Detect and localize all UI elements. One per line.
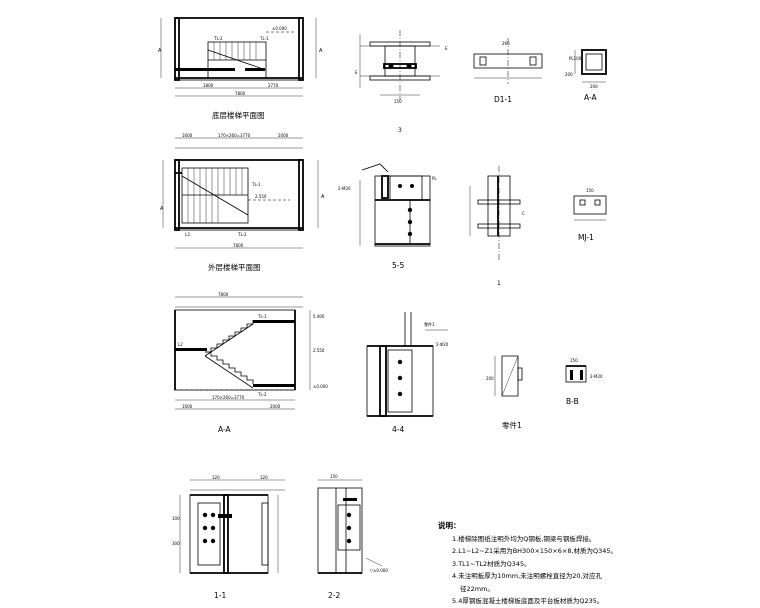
svg-text:170×260=3770: 170×260=3770 bbox=[212, 395, 245, 400]
svg-text:150: 150 bbox=[394, 99, 402, 104]
section-4-4: 零件1 2-Φ20 4-4 bbox=[366, 312, 449, 434]
svg-text:±0.000: ±0.000 bbox=[313, 384, 328, 389]
ground-floor-plan-title: 底层楼梯平面图 bbox=[212, 110, 265, 120]
svg-text:5.400: 5.400 bbox=[313, 314, 325, 319]
b-b-title: B-B bbox=[566, 397, 579, 406]
svg-text:2000: 2000 bbox=[270, 404, 281, 409]
section-2-2-title: 2-2 bbox=[328, 591, 340, 600]
stair-section-a-a: 7800 L2 TL-1 TL-2 5.400 2.550 ±0.000 170… bbox=[174, 292, 328, 434]
svg-text:A: A bbox=[321, 194, 325, 200]
note-item: 径22mm。 bbox=[460, 584, 494, 593]
ground-floor-stair-plan: ±0.000 TL-1 TL-2 1800 2770 7800 A A 底层楼梯… bbox=[158, 17, 323, 120]
detail-d1-1: 260 D1-1 bbox=[473, 38, 543, 104]
column-detail-1: C 1 bbox=[469, 166, 525, 287]
svg-text:A: A bbox=[160, 206, 164, 212]
section-5-5-title: 5-5 bbox=[392, 261, 404, 270]
svg-text:C: C bbox=[522, 211, 525, 216]
svg-text:260: 260 bbox=[502, 41, 510, 46]
svg-text:TL-2: TL-2 bbox=[257, 392, 267, 397]
notes-heading: 说明： bbox=[438, 521, 461, 530]
note-item: 3.TL1~TL2材质为Q345。 bbox=[452, 559, 531, 568]
svg-text:零件1: 零件1 bbox=[424, 321, 435, 327]
upper-floor-plan-title: 外层楼梯平面图 bbox=[208, 262, 261, 272]
mj-1-title: MJ-1 bbox=[578, 233, 594, 242]
plate-mj-1: 150 MJ-1 bbox=[573, 188, 607, 242]
svg-text:2-M20: 2-M20 bbox=[338, 186, 351, 191]
svg-text:L2: L2 bbox=[178, 342, 183, 347]
svg-text:A: A bbox=[158, 48, 162, 54]
svg-text:1800: 1800 bbox=[203, 83, 214, 88]
svg-text:E: E bbox=[355, 70, 358, 75]
detail-3: E E 150 3 bbox=[355, 30, 448, 134]
svg-text:▽±0.000: ▽±0.000 bbox=[370, 568, 388, 573]
upper-floor-stair-plan: 1600 170×260=3770 2000 2.550 TL-1 L3 TL-… bbox=[160, 133, 325, 272]
svg-text:E: E bbox=[445, 46, 448, 51]
note-item: 2.L1~L2~Z1采用为BH300×150×6×8,材质为Q345。 bbox=[452, 547, 618, 555]
svg-text:TL-1: TL-1 bbox=[257, 314, 267, 319]
a-a-detail-title: A-A bbox=[584, 93, 598, 102]
detail-b-b: 2-M20 150 B-B bbox=[565, 358, 603, 406]
d1-1-title: D1-1 bbox=[494, 95, 512, 104]
section-1-1-title: 1-1 bbox=[214, 591, 226, 600]
detail-a-a-box: PL100 200 200 A-A bbox=[565, 49, 607, 102]
svg-text:2-Φ20: 2-Φ20 bbox=[436, 342, 449, 347]
svg-text:150: 150 bbox=[570, 358, 578, 363]
svg-text:170×260=3770: 170×260=3770 bbox=[218, 133, 251, 138]
svg-text:2770: 2770 bbox=[268, 83, 279, 88]
note-item: 5.4厚钢板混凝土楼梯板底面及平台板材质为Q235。 bbox=[452, 597, 604, 605]
svg-text:320: 320 bbox=[212, 475, 220, 480]
svg-text:2000: 2000 bbox=[278, 133, 289, 138]
svg-text:PL: PL bbox=[432, 176, 437, 181]
section-4-4-title: 4-4 bbox=[392, 425, 404, 434]
note-item: 4.未注明板厚为10mm,未注明螺栓直径为20,对应孔 bbox=[452, 572, 603, 580]
svg-text:TL-1: TL-1 bbox=[259, 36, 269, 41]
svg-text:100: 100 bbox=[172, 516, 180, 521]
svg-text:200: 200 bbox=[486, 376, 494, 381]
svg-text:2-M20: 2-M20 bbox=[590, 374, 603, 379]
svg-text:A: A bbox=[319, 48, 323, 54]
svg-text:TL-1: TL-1 bbox=[251, 182, 261, 187]
section-a-a-title: A-A bbox=[218, 425, 232, 434]
svg-text:±0.000: ±0.000 bbox=[272, 26, 287, 31]
svg-text:L3: L3 bbox=[185, 232, 190, 237]
svg-text:150: 150 bbox=[330, 474, 338, 479]
svg-text:7800: 7800 bbox=[233, 243, 244, 248]
svg-text:150: 150 bbox=[586, 188, 594, 193]
detail-1-label: 1 bbox=[497, 280, 501, 287]
drawing-notes: 说明： 1.楼梯除图纸注明外均为Q钢板,钢梁与钢板焊接。 2.L1~L2~Z1采… bbox=[438, 520, 756, 608]
svg-text:TL-2: TL-2 bbox=[237, 232, 247, 237]
part-1-title: 零件1 bbox=[502, 420, 522, 430]
section-5-5: 2-M20 PL 5-5 bbox=[338, 163, 437, 270]
part-1-plate: 200 零件1 bbox=[486, 355, 523, 430]
svg-text:PL100: PL100 bbox=[569, 56, 582, 61]
svg-text:1600: 1600 bbox=[182, 404, 193, 409]
svg-text:2.550: 2.550 bbox=[313, 348, 325, 353]
svg-text:7800: 7800 bbox=[235, 91, 246, 96]
section-2-2: 150 ▽±0.000 2-2 bbox=[317, 474, 388, 600]
svg-text:1600: 1600 bbox=[182, 133, 193, 138]
svg-text:TL-2: TL-2 bbox=[213, 36, 223, 41]
svg-text:200: 200 bbox=[565, 72, 573, 77]
svg-text:7800: 7800 bbox=[218, 292, 229, 297]
svg-text:320: 320 bbox=[260, 475, 268, 480]
svg-text:200: 200 bbox=[590, 84, 598, 89]
svg-text:300: 300 bbox=[172, 541, 180, 546]
note-item: 1.楼梯除图纸注明外均为Q钢板,钢梁与钢板焊接。 bbox=[452, 534, 596, 543]
detail-3-label: 3 bbox=[398, 127, 402, 134]
svg-text:2.550: 2.550 bbox=[255, 194, 267, 199]
section-1-1: 320 320 100 300 1-1 bbox=[172, 475, 285, 600]
